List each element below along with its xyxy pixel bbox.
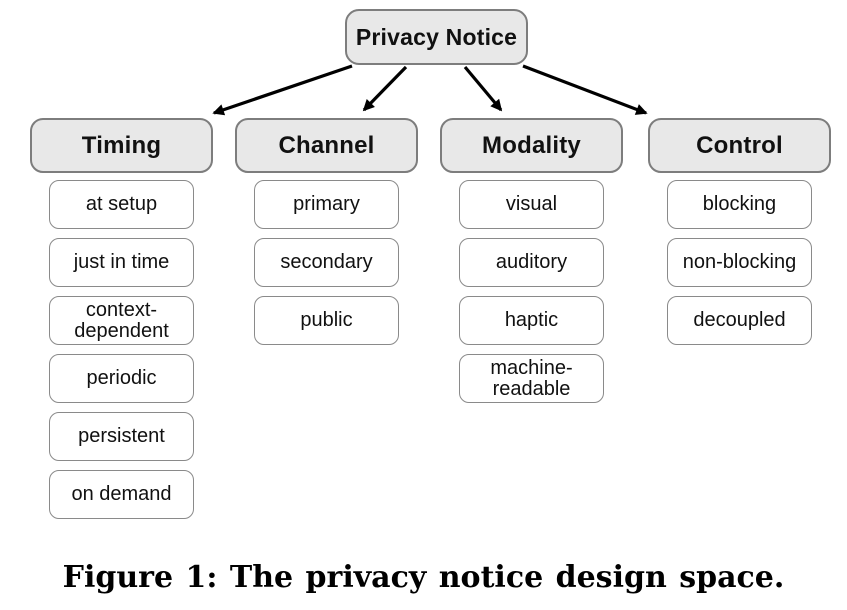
item-node-on-demand: on demand — [49, 470, 194, 519]
item-node-decoupled: decoupled — [667, 296, 812, 345]
category-node-timing: Timing — [30, 118, 213, 173]
item-node-machine-readable: machine-readable — [459, 354, 604, 403]
item-node-auditory: auditory — [459, 238, 604, 287]
arrow-privacy-notice-to-control — [522, 64, 648, 115]
item-node-persistent: persistent — [49, 412, 194, 461]
category-node-modality: Modality — [440, 118, 623, 173]
arrow-privacy-notice-to-channel — [362, 65, 408, 112]
arrow-privacy-notice-to-modality — [463, 65, 503, 112]
item-node-just-in-time: just in time — [49, 238, 194, 287]
column-channel: Channel primary secondary public — [235, 118, 418, 354]
column-control: Control blocking non-blocking decoupled — [648, 118, 831, 354]
item-node-visual: visual — [459, 180, 604, 229]
item-node-haptic: haptic — [459, 296, 604, 345]
item-node-blocking: blocking — [667, 180, 812, 229]
item-node-context-dependent: context-dependent — [49, 296, 194, 345]
figure-caption: Figure 1: The privacy notice design spac… — [62, 560, 785, 595]
item-node-secondary: secondary — [254, 238, 399, 287]
category-node-channel: Channel — [235, 118, 418, 173]
item-node-periodic: periodic — [49, 354, 194, 403]
item-node-primary: primary — [254, 180, 399, 229]
arrow-privacy-notice-to-timing — [212, 64, 353, 116]
root-node-label: Privacy Notice — [355, 23, 518, 50]
root-node-privacy-notice: Privacy Notice — [345, 9, 528, 65]
category-node-control: Control — [648, 118, 831, 173]
item-node-public: public — [254, 296, 399, 345]
column-modality: Modality visual auditory haptic machine-read… — [440, 118, 623, 412]
item-node-non-blocking: non-blocking — [667, 238, 812, 287]
item-node-at-setup: at setup — [49, 180, 194, 229]
column-timing: Timing at setup just in time context-depend… — [30, 118, 213, 528]
